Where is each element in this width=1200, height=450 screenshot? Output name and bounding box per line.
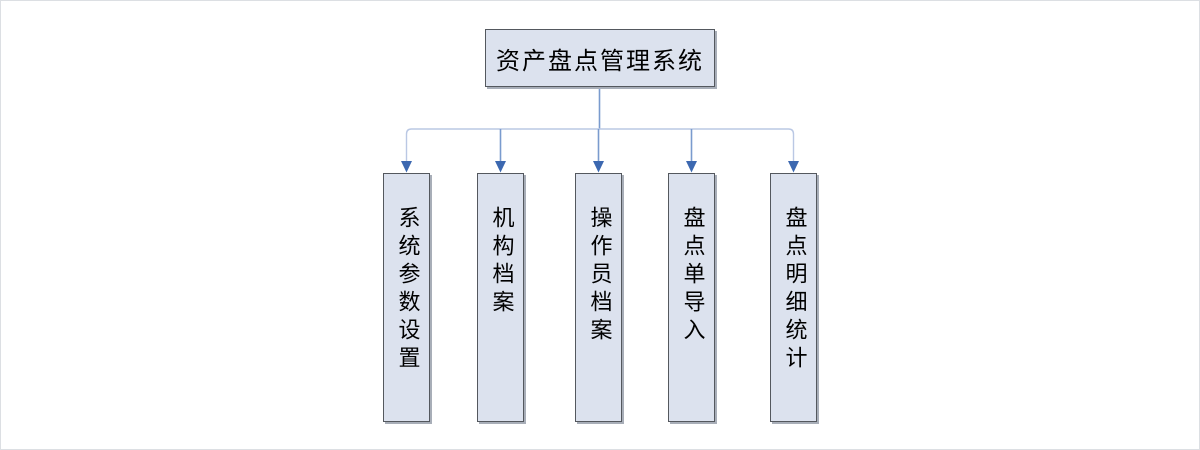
arrowhead-down-icon [593,161,604,173]
node-operator-archive: 操作员档案 [575,173,622,422]
node-root-label: 资产盘点管理系统 [496,46,704,75]
node-label: 机构档案 [488,206,514,318]
node-inventory-detail-stats: 盘点明细统计 [770,173,817,422]
arrowhead-down-icon [686,161,697,173]
arrowhead-down-icon [495,161,506,173]
node-label: 操作员档案 [586,206,612,346]
node-root: 资产盘点管理系统 [485,29,715,87]
node-inventory-import: 盘点单导入 [668,173,715,422]
node-label: 系统参数设置 [394,206,420,374]
arrowhead-down-icon [788,161,799,173]
node-org-archive: 机构档案 [477,173,524,422]
connector-rail [405,128,795,162]
arrowhead-down-icon [401,161,412,173]
node-label: 盘点明细统计 [781,206,807,374]
node-system-param-settings: 系统参数设置 [383,173,430,422]
node-label: 盘点单导入 [679,206,705,346]
